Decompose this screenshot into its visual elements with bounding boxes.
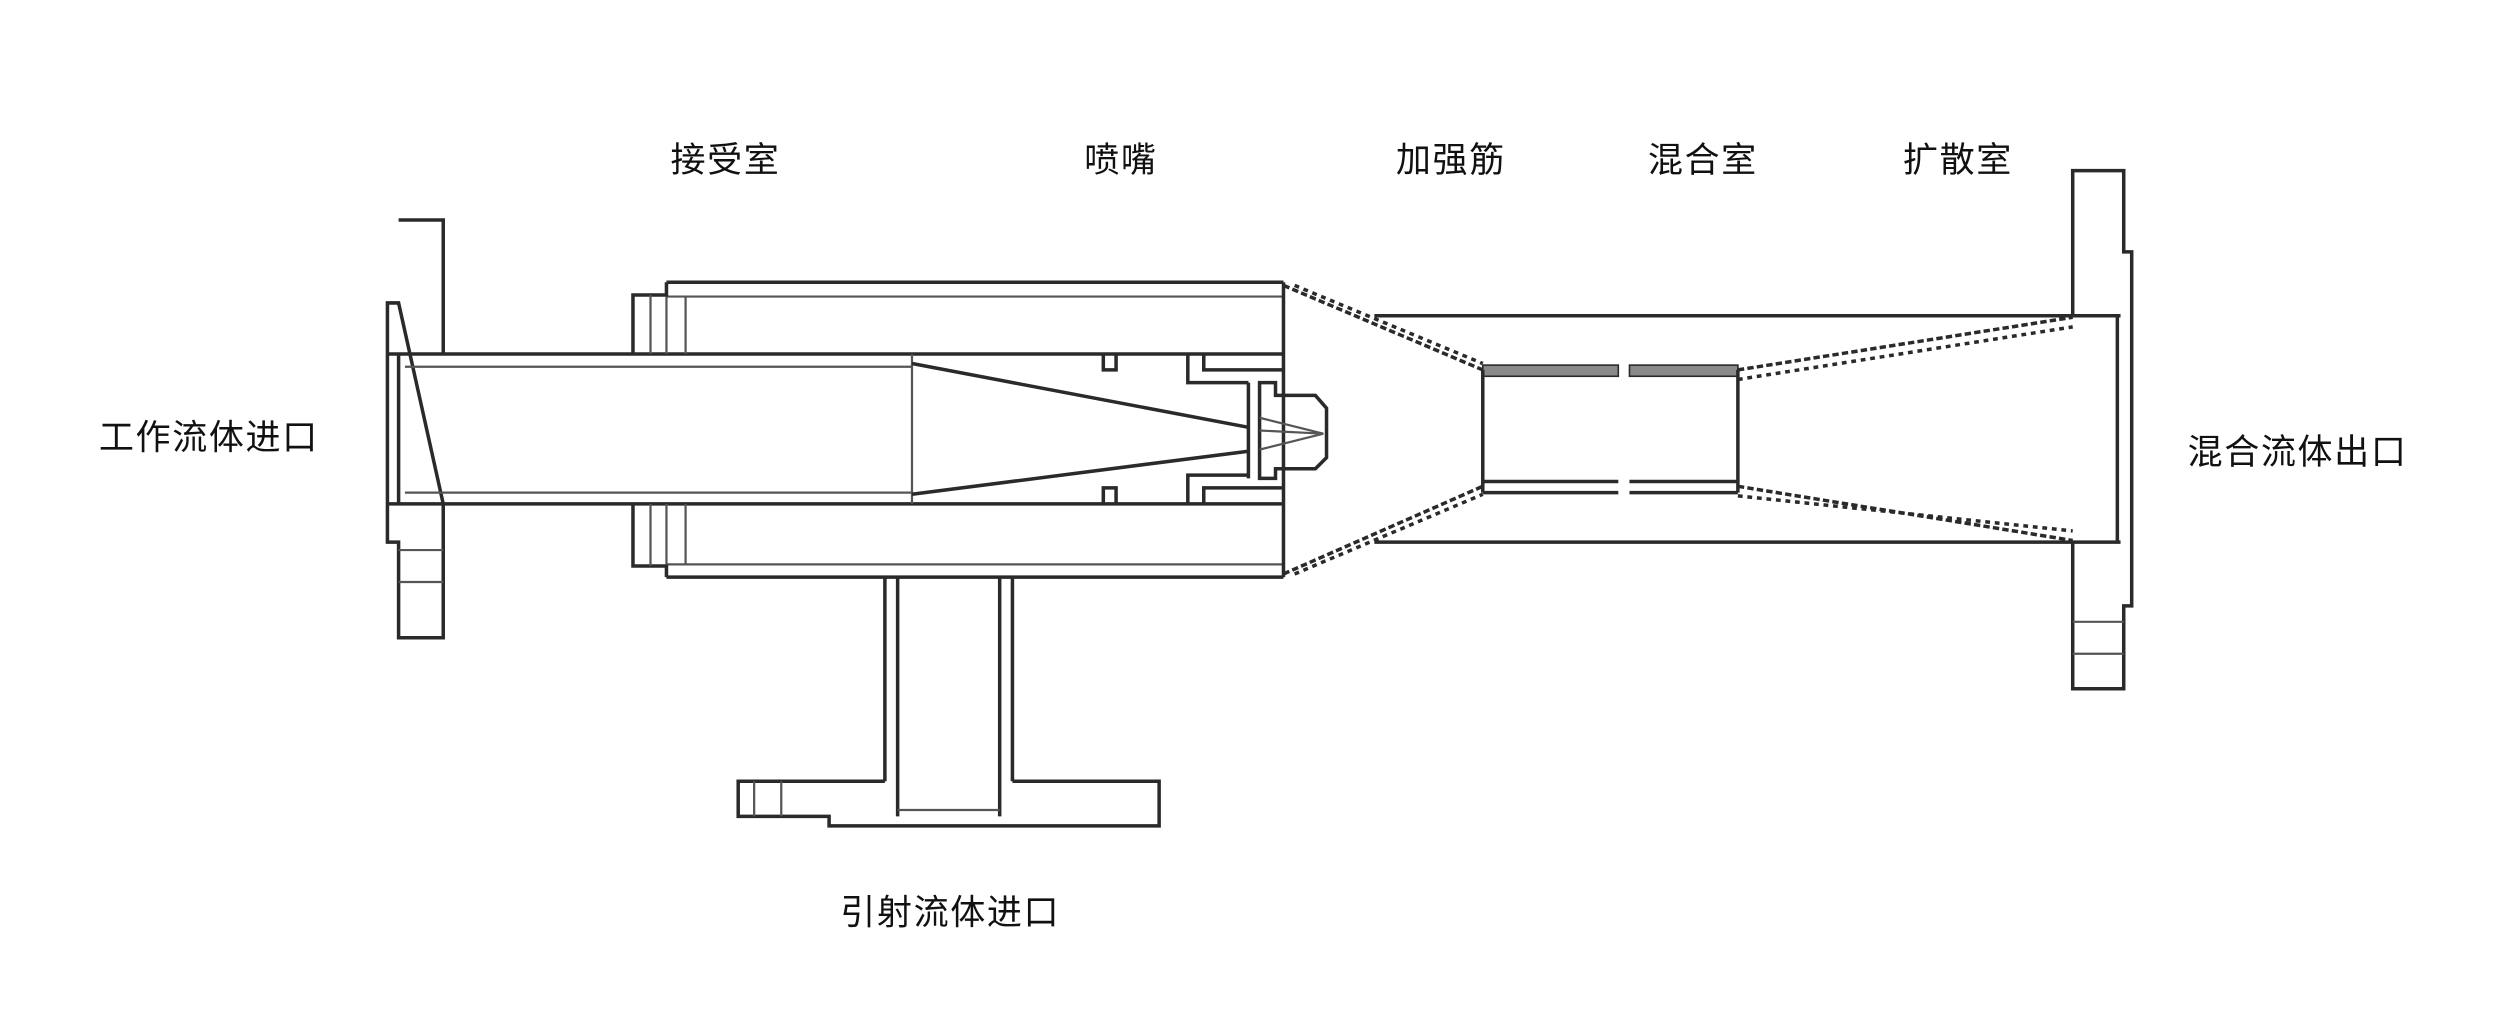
label-receiving-chamber: 接受室 <box>670 140 780 181</box>
label-diffuser: 扩散室 <box>1903 140 2013 181</box>
outer-body <box>1374 313 2121 544</box>
mixing-chamber <box>1481 364 1740 495</box>
outlet-flange-right <box>2070 168 2134 691</box>
receiving-chamber <box>631 280 1286 579</box>
stiffener-cone <box>1282 283 1484 576</box>
label-nozzle: 喷嘴 <box>1084 140 1157 181</box>
label-working-fluid-inlet: 工作流体进口 <box>99 418 319 459</box>
label-mixed-fluid-outlet: 混合流体出口 <box>2188 432 2408 473</box>
label-ejected-fluid-inlet: 引射流体进口 <box>840 893 1060 934</box>
inlet-flange-left <box>385 218 445 640</box>
suction-inlet-branch <box>736 577 1161 828</box>
label-stiffener: 加强筋 <box>1396 140 1506 181</box>
diffuser <box>1737 315 2073 543</box>
inlet-pipe <box>387 352 1284 506</box>
nozzle <box>911 353 1329 504</box>
label-mixing-chamber: 混合室 <box>1648 140 1758 181</box>
